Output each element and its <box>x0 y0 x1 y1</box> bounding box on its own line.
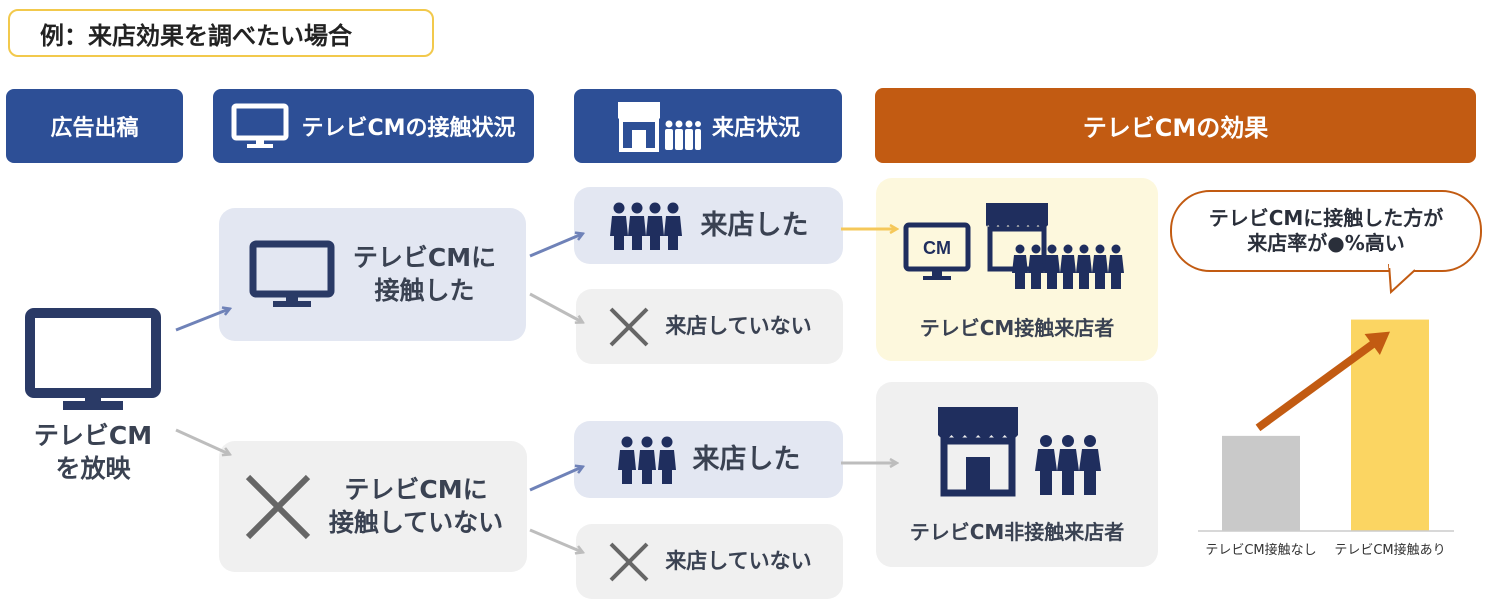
callout-line2: 来店率が●%高い <box>1247 231 1405 255</box>
cm-store-people-icon: CM <box>903 202 1124 289</box>
callout-tail <box>1388 262 1416 295</box>
cross-icon <box>245 474 310 539</box>
broadcast-line1: テレビCM <box>33 421 153 450</box>
page-title: 例：来店効果を調べたい場合 <box>8 9 434 57</box>
contact-yes-line2: 接触した <box>374 275 475 305</box>
tv-icon <box>249 240 335 307</box>
arrow-nocontact-to-notvisited <box>529 528 582 552</box>
bar-1 <box>1222 435 1300 531</box>
not-visited-box-unexposed: 来店していない <box>576 524 843 599</box>
effect-bar-chart: テレビCM接触なし テレビCM接触あり <box>1198 319 1454 558</box>
result-unexposed-label: テレビCM非接触来店者 <box>909 519 1125 544</box>
visited-box-unexposed: 来店した <box>574 421 843 498</box>
callout-line1: テレビCMに接触した方が <box>1208 206 1444 230</box>
header-ad: 広告出稿 <box>6 89 183 163</box>
contact-no-line1: テレビCMに <box>344 475 488 504</box>
cm-badge: CM <box>923 238 951 258</box>
cross-icon <box>609 307 649 346</box>
not-visited-label-exposed: 来店していない <box>665 313 812 338</box>
not-visited-box-exposed: 来店していない <box>576 289 843 364</box>
contact-yes-line1: テレビCMに <box>352 243 497 272</box>
header-effect-label: テレビCMの効果 <box>1082 114 1269 142</box>
result-unexposed-box: テレビCM非接触来店者 <box>876 382 1158 567</box>
not-visited-label-unexposed: 来店していない <box>665 548 812 573</box>
trend-arrow-shaft <box>1255 336 1382 432</box>
visited-box-exposed: 来店した <box>574 187 843 264</box>
visited-label-exposed: 来店した <box>700 209 809 241</box>
header-ad-label: 広告出稿 <box>50 116 139 141</box>
header-contact-label: テレビCMの接触状況 <box>301 116 516 141</box>
store-people-icon <box>617 102 701 152</box>
visited-label-unexposed: 来店した <box>692 443 801 475</box>
header-visit: 来店状況 <box>574 89 842 163</box>
broadcast-label: テレビCM を放映 <box>18 420 168 485</box>
contact-yes-label: テレビCMに 接触した <box>353 242 496 307</box>
store-people-icon <box>938 406 1101 496</box>
callout-bubble: テレビCMに接触した方が 来店率が●%高い <box>1170 190 1482 272</box>
trend-arrow-head <box>1364 331 1390 356</box>
people-icon <box>609 202 682 250</box>
contact-yes-box: テレビCMに 接触した <box>219 208 526 341</box>
broadcast-line2: を放映 <box>55 453 131 483</box>
header-visit-label: 来店状況 <box>711 116 800 141</box>
people-icon <box>617 436 676 484</box>
header-effect: テレビCMの効果 <box>875 88 1476 163</box>
arrow-contact-to-notvisited <box>529 292 582 322</box>
tv-broadcast-icon <box>25 308 161 410</box>
category-label-2: テレビCM接触あり <box>1334 542 1445 558</box>
header-contact: テレビCMの接触状況 <box>213 89 534 163</box>
result-exposed-label: テレビCM接触来店者 <box>919 315 1115 340</box>
result-exposed-box: CM テレビCM接触来店者 <box>876 178 1158 361</box>
contact-no-line2: 接触していない <box>328 507 504 537</box>
category-label-1: テレビCM接触なし <box>1205 542 1316 558</box>
contact-no-box: テレビCMに 接触していない <box>219 441 527 572</box>
cross-icon <box>609 542 649 581</box>
tv-icon <box>231 103 289 148</box>
contact-no-label: テレビCMに 接触していない <box>329 474 503 539</box>
